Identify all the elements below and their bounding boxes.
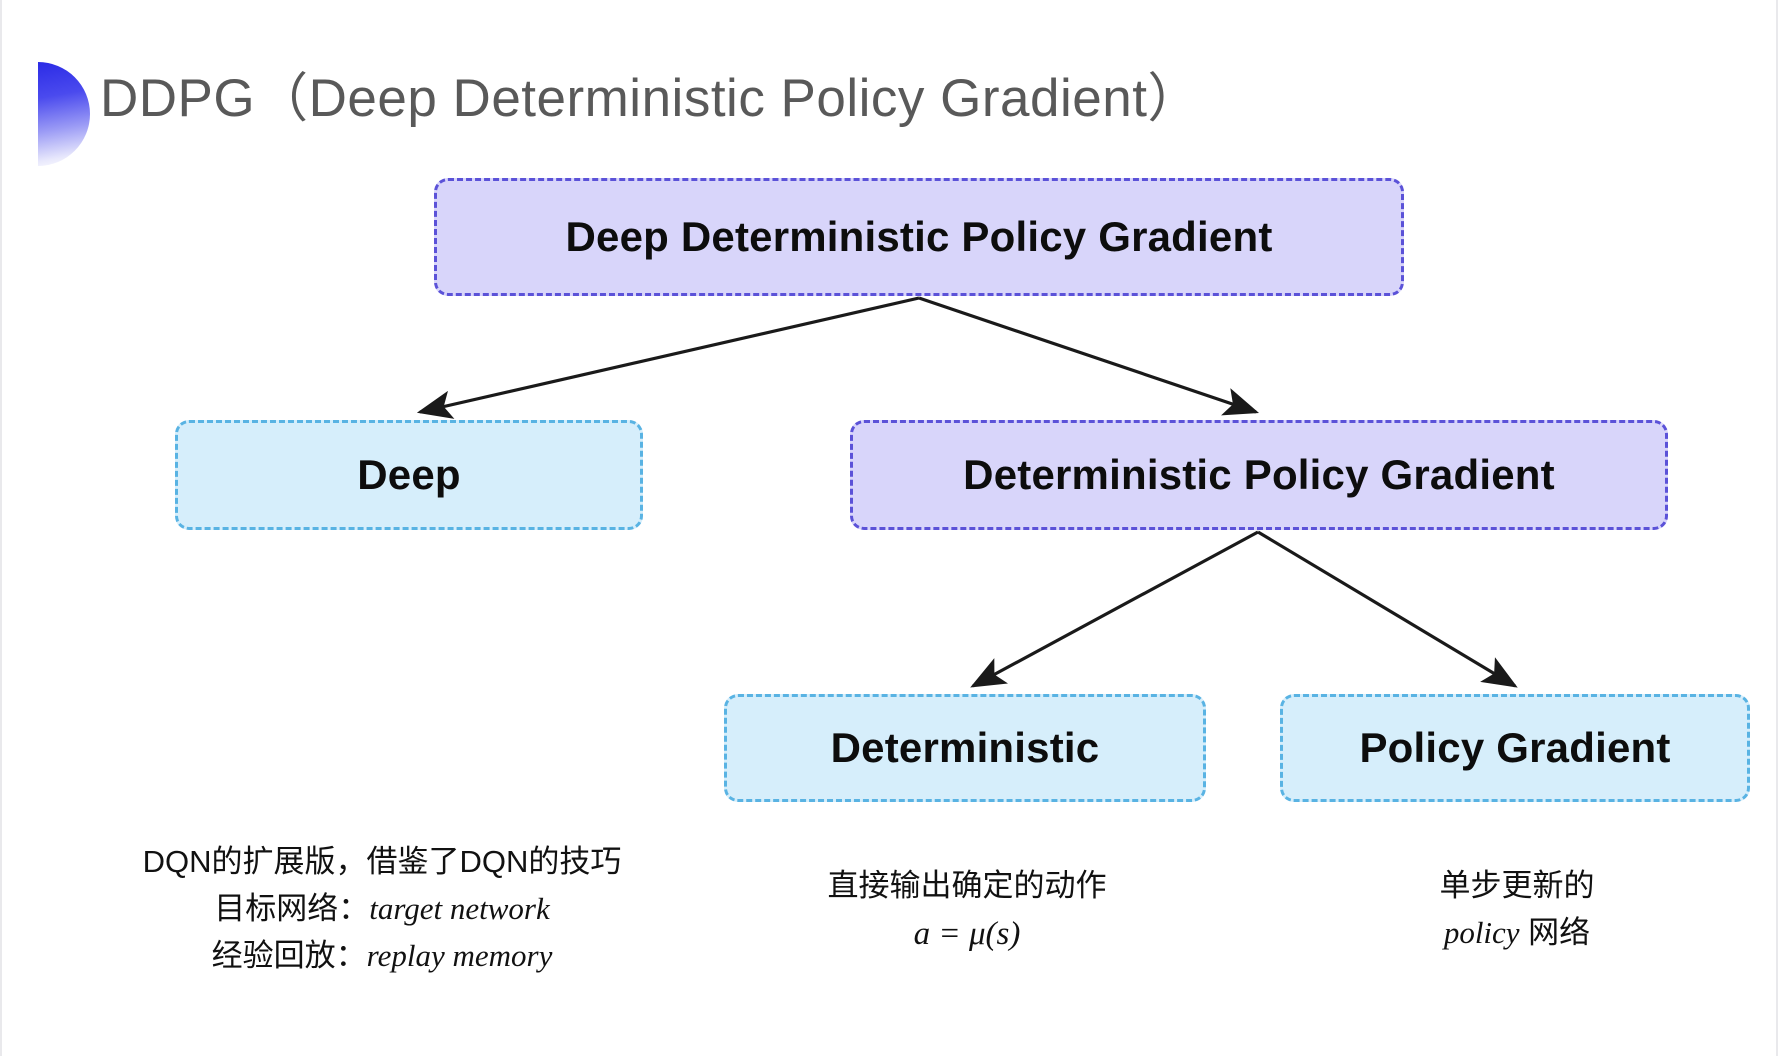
caption-policy-gradient-line-2: policy 网络 [1342,909,1692,956]
node-deterministic[interactable]: Deterministic [724,694,1206,802]
caption-deep-line-2: 目标网络：target network [82,885,682,932]
page-title: DDPG（Deep Deterministic Policy Gradient） [100,69,1201,128]
caption-policy-gradient: 单步更新的 policy 网络 [1342,862,1692,956]
edge-root-to-dpg [918,296,1260,416]
title-accent-semicircle-icon [38,62,90,166]
node-deep[interactable]: Deep [175,420,643,530]
node-label: Deterministic [830,724,1100,771]
caption-deep: DQN的扩展版，借鉴了DQN的技巧 目标网络：target network 经验… [82,838,682,979]
caption-deep-line-1: DQN的扩展版，借鉴了DQN的技巧 [142,844,622,879]
node-deep-deterministic-policy-gradient[interactable]: Deep Deterministic Policy Gradient [434,178,1404,296]
node-deterministic-policy-gradient[interactable]: Deterministic Policy Gradient [850,420,1668,530]
caption-policy-gradient-label: 网络 [1519,915,1591,951]
caption-deep-line-3: 经验回放：replay memory [82,932,682,979]
caption-deep-line-3-term: replay memory [366,938,553,974]
caption-deep-line-2-label: 目标网络： [214,891,370,927]
node-label: Deep Deterministic Policy Gradient [565,213,1273,260]
caption-policy-gradient-line-1: 单步更新的 [1439,868,1595,903]
caption-deterministic-line-1: 直接输出确定的动作 [827,868,1107,903]
caption-deep-line-2-term: target network [369,891,550,927]
node-label: Deep [357,451,461,498]
edge-dpg-to-policy-gradient [1257,530,1518,688]
caption-policy-gradient-term: policy [1443,915,1520,951]
caption-deterministic-formula: a = μ(s) [913,916,1021,953]
caption-deterministic: 直接输出确定的动作 a = μ(s) [792,862,1142,959]
edge-dpg-to-deterministic [970,530,1259,688]
edge-root-to-deep [416,296,920,419]
node-policy-gradient[interactable]: Policy Gradient [1280,694,1750,802]
node-label: Deterministic Policy Gradient [963,451,1555,498]
node-label: Policy Gradient [1359,724,1671,771]
caption-deep-line-3-label: 经验回放： [211,938,367,974]
